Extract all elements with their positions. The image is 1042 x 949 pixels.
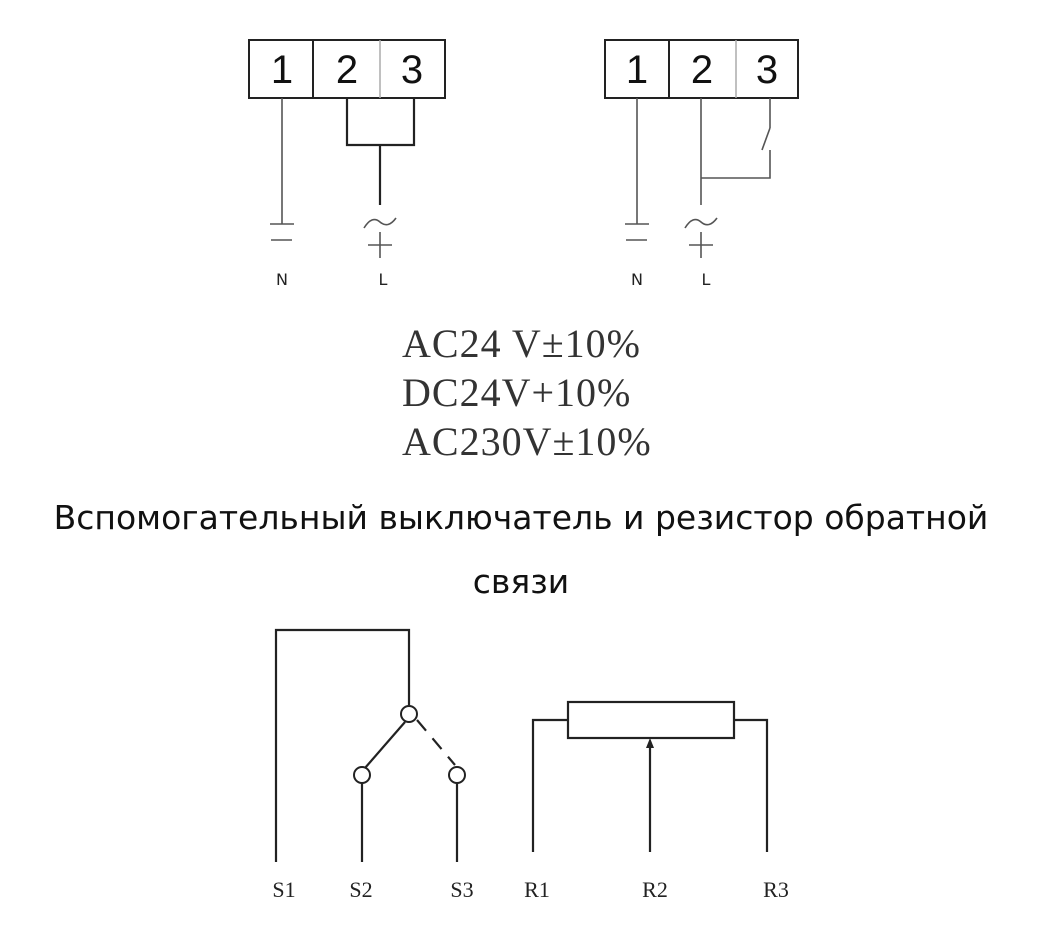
right-terminal-1: 1 (626, 48, 648, 92)
feedback-resistor-diagram: R1 R2 R3 (524, 700, 789, 902)
resistor-label-r1: R1 (524, 877, 550, 902)
switch-label-s2: S2 (349, 877, 372, 902)
left-terminal-1: 1 (271, 48, 293, 92)
left-line-label: L (379, 270, 388, 289)
spec-dc24: DC24V+10% (402, 370, 632, 415)
left-neutral-label: N (276, 270, 288, 289)
resistor-label-r2: R2 (642, 877, 668, 902)
right-neutral-label: N (631, 270, 643, 289)
left-terminal-3: 3 (401, 48, 423, 92)
right-terminal-2: 2 (691, 48, 713, 92)
switch-label-s1: S1 (272, 877, 295, 902)
spec-ac24: AC24 V±10% (402, 321, 642, 366)
right-terminal-3: 3 (756, 48, 778, 92)
resistor-label-r3: R3 (763, 877, 789, 902)
section-heading-line1: Вспомогательный выключатель и резистор о… (53, 498, 989, 537)
left-terminal-block: 1 2 3 (248, 39, 446, 99)
left-terminal-2: 2 (336, 48, 358, 92)
right-line-label: L (702, 270, 711, 289)
right-terminal-block: 1 2 3 (604, 39, 799, 99)
aux-switch-diagram: S1 S2 S3 (272, 628, 474, 902)
spec-ac230: AC230V±10% (402, 419, 652, 464)
right-wiring: N L (625, 98, 771, 289)
section-heading-line2: связи (472, 562, 570, 601)
left-wiring: N L (270, 98, 416, 289)
switch-label-s3: S3 (450, 877, 473, 902)
